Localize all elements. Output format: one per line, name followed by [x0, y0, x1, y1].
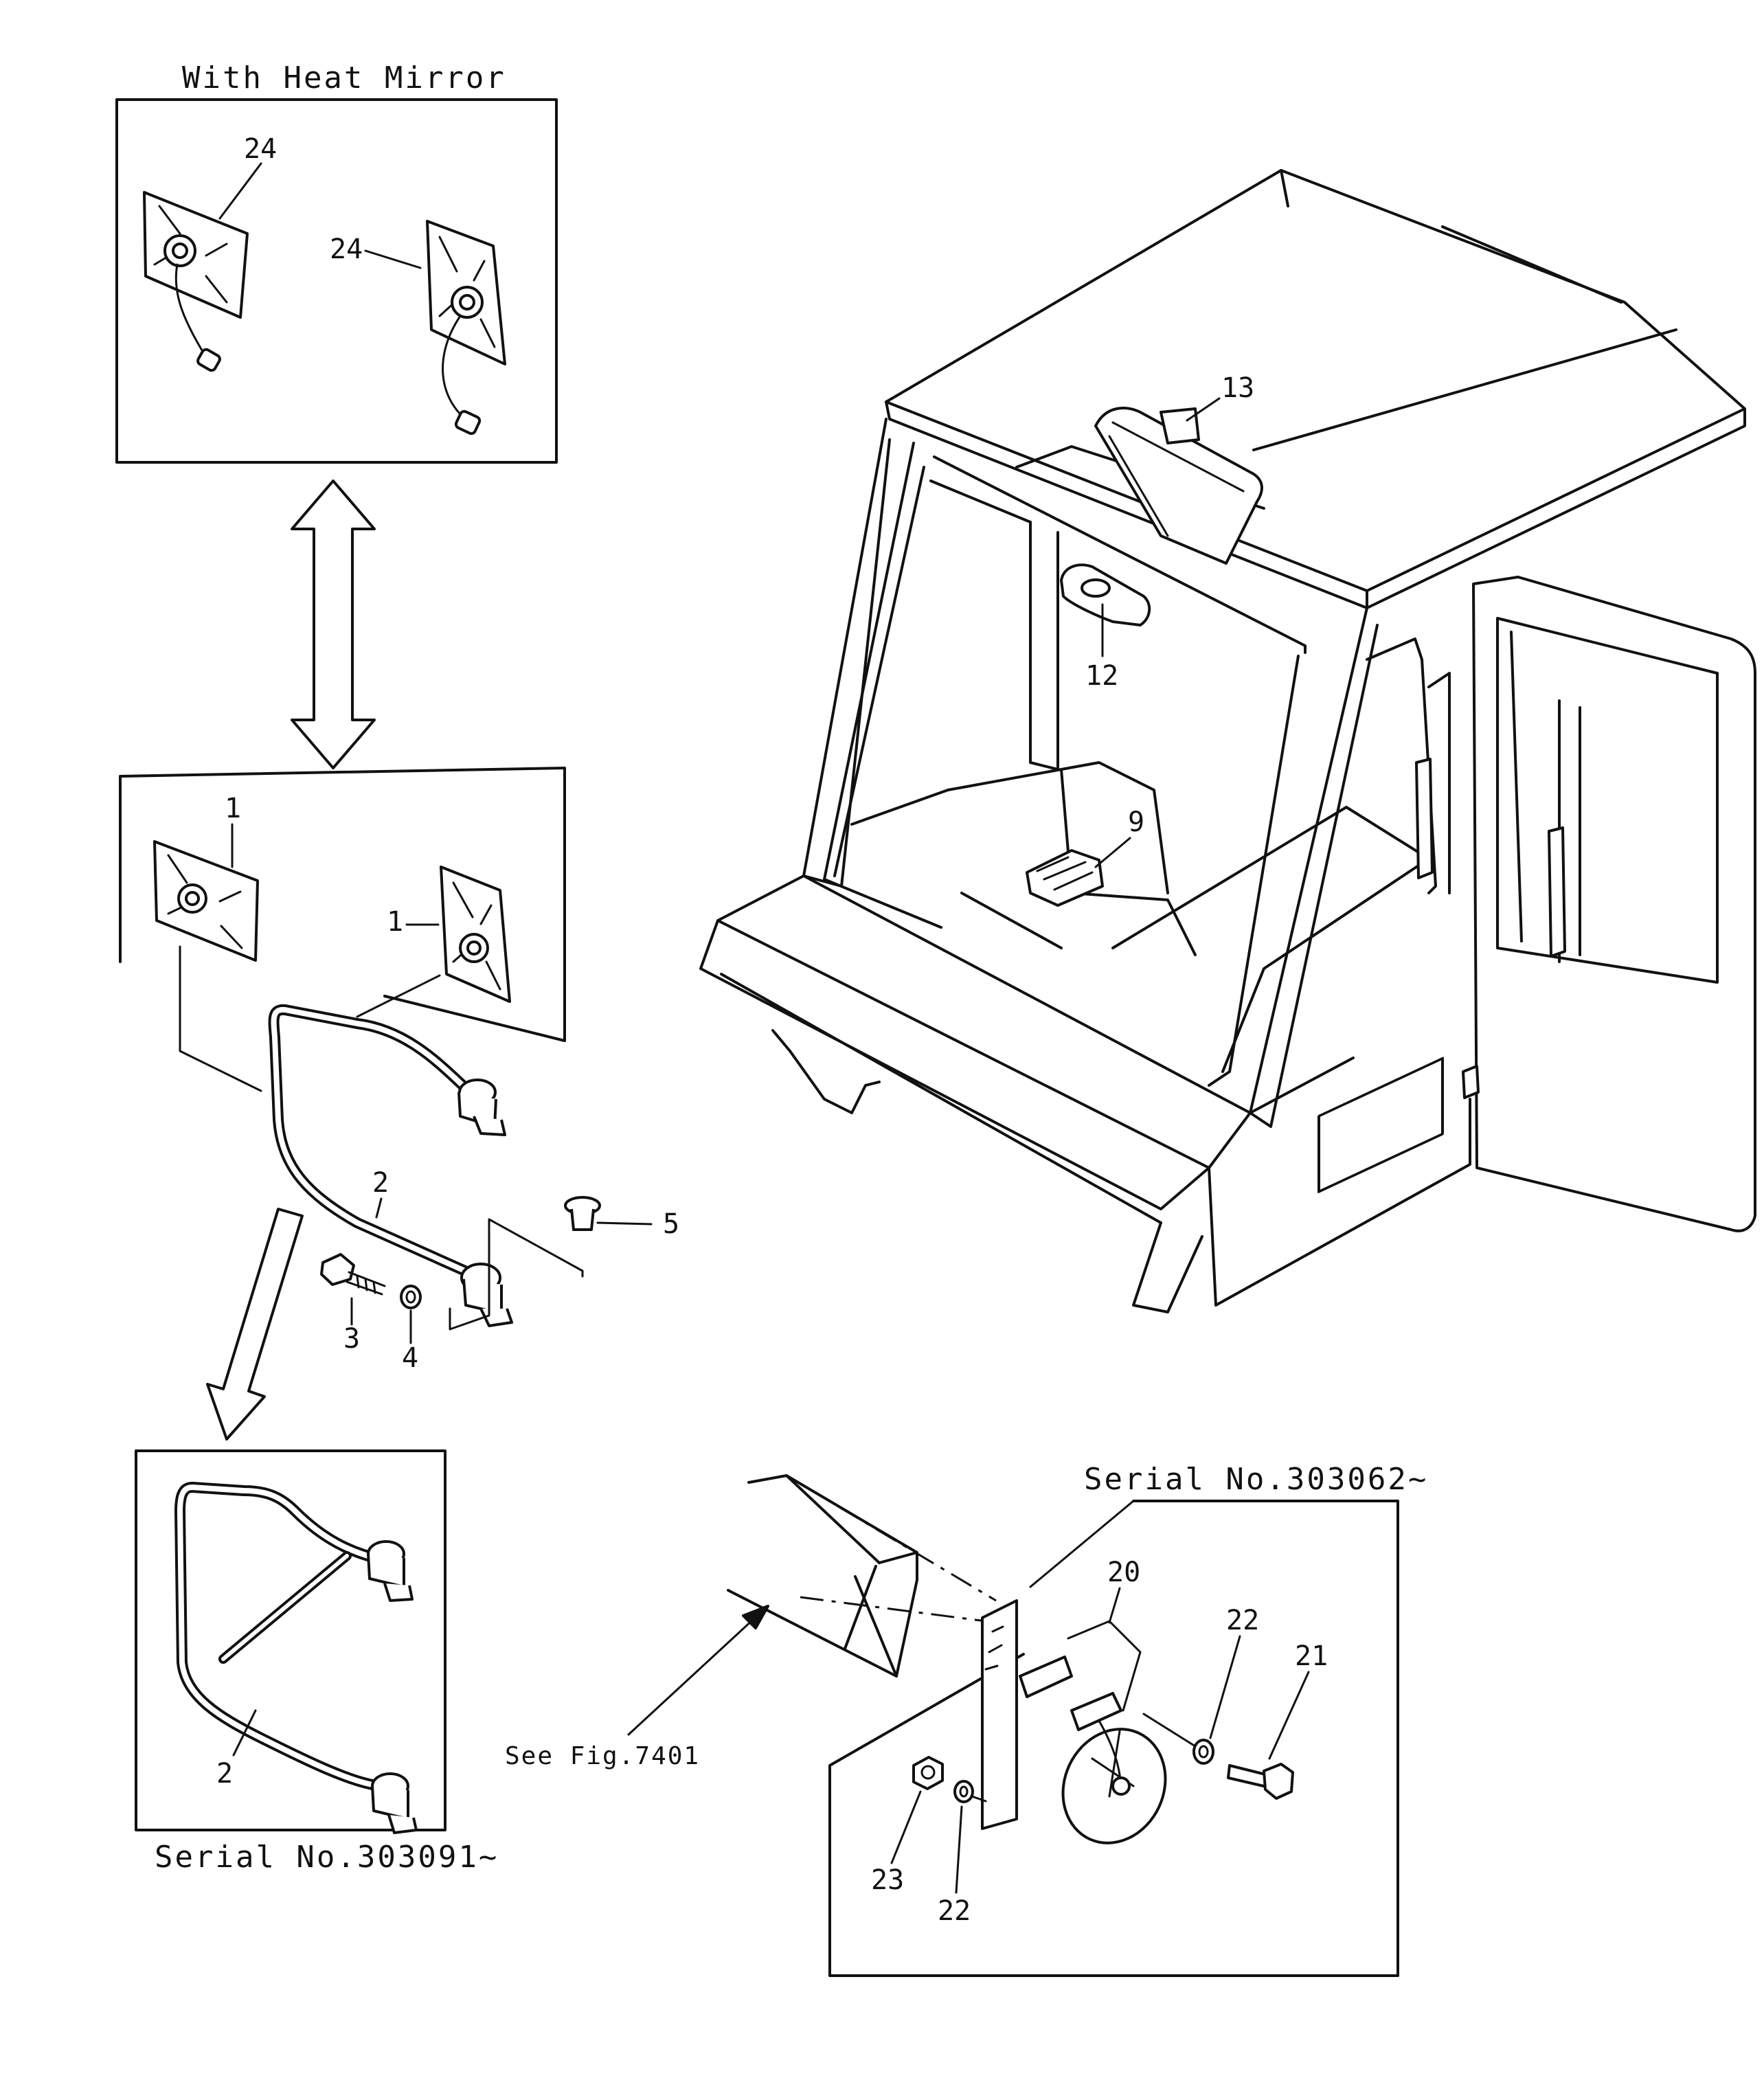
callout-5: 5	[663, 1208, 679, 1240]
round-mirror	[1061, 1719, 1167, 1844]
cab-door	[1472, 576, 1756, 1232]
callout-24-right: 24	[330, 234, 363, 265]
callout-22-right: 22	[1226, 1605, 1259, 1636]
heat-mirror-panel: With Heat Mirror 24 24	[115, 60, 558, 464]
leader-24-left	[218, 162, 262, 220]
cab-side-frame	[1366, 637, 1451, 894]
serial-caption-left: Serial No.303091~	[155, 1840, 499, 1875]
bolt	[320, 1253, 386, 1296]
leader-23	[890, 1790, 922, 1864]
leader-stay-hardware	[449, 1218, 584, 1331]
standard-mirror-panel-outline	[119, 767, 566, 1042]
leader-22-right	[1209, 1635, 1241, 1739]
hex-bolt	[1227, 1763, 1294, 1800]
heat-mirror-left	[143, 191, 249, 372]
see-fig-note: See Fig.7401	[505, 1742, 700, 1770]
leader-mirror-left-to-stay	[179, 945, 262, 1092]
callout-12: 12	[1085, 660, 1118, 692]
leader-22-left	[955, 1805, 963, 1894]
leader-washer-axis	[1142, 1713, 1197, 1748]
fender-beam	[727, 1474, 918, 1678]
leader-13	[1186, 397, 1221, 422]
cab-rear-post	[1029, 521, 1059, 771]
cab-mount-right	[1132, 1221, 1203, 1313]
cap-plug	[564, 1196, 601, 1231]
cab-floor-rear	[1111, 806, 1430, 1073]
cab-floor-console	[850, 768, 1197, 956]
see-fig-arrowhead	[742, 1605, 769, 1629]
mirror-left	[153, 840, 259, 962]
lock-washer	[400, 1285, 422, 1309]
callout-21: 21	[1295, 1640, 1328, 1672]
cab-hinge-lower	[1548, 826, 1566, 958]
leader-mirror-right-to-stay	[356, 974, 441, 1018]
mirror-clamp-plate	[1019, 1656, 1073, 1698]
heat-mirror-caption: With Heat Mirror	[182, 60, 506, 95]
serial-caption-right: Serial No.303062~	[1084, 1462, 1428, 1497]
cab-hinge-upper	[1415, 758, 1434, 879]
callout-2-top: 2	[372, 1167, 389, 1199]
alternate-stay-frame	[135, 1449, 446, 1831]
alternate-mirror-stay	[174, 1482, 418, 1834]
cab-roof	[885, 169, 1746, 592]
cab-windshield-right	[933, 455, 1307, 1087]
cab-door-latch	[1462, 1065, 1480, 1099]
rearview-mirror-outer	[1094, 407, 1263, 565]
cab-windshield-left	[823, 442, 1032, 929]
callout-20: 20	[1107, 1557, 1140, 1588]
mirror-right	[440, 866, 511, 1003]
callout-3: 3	[343, 1323, 360, 1355]
alternate-arrow	[206, 1208, 304, 1441]
cab-side-lower	[1208, 1057, 1471, 1307]
callout-24-left: 24	[244, 133, 277, 165]
cab-front-pillar-left	[802, 418, 891, 888]
cab-console-lines	[960, 761, 1169, 949]
fender-bracket-holes	[984, 1625, 1004, 1671]
fender-frame-leader	[1029, 1500, 1135, 1588]
fender-centerlines	[800, 1482, 997, 1623]
inner-rearview-mirror	[1060, 563, 1151, 626]
fender-bracket-plate	[981, 1599, 1018, 1830]
fender-beam-lines	[785, 1474, 918, 1678]
console-mirror-bracket	[1026, 849, 1104, 907]
operator-cab: 13 12 9	[699, 169, 1756, 1313]
interchange-double-arrow	[291, 479, 376, 769]
leader-20-bracket	[1067, 1620, 1142, 1712]
fender-assembly-frame	[828, 1500, 1399, 1977]
callout-2-bottom: 2	[216, 1758, 233, 1789]
leader-2-bottom	[232, 1709, 257, 1757]
alternate-stay-panel: 2 Serial No.303091~	[135, 1449, 499, 1875]
leader-2-top	[375, 1197, 383, 1219]
cab-front-pillar-right	[1249, 607, 1379, 1128]
standard-mirror-assembly: 1 1 2 3	[119, 767, 679, 1374]
mirror-stay	[268, 1004, 513, 1327]
hex-nut	[912, 1756, 944, 1790]
leader-9	[1094, 837, 1131, 868]
callout-13: 13	[1221, 372, 1254, 404]
callout-22-left: 22	[938, 1895, 971, 1927]
heat-mirror-right	[426, 220, 506, 436]
plain-washer-left	[953, 1780, 974, 1803]
callout-9: 9	[1128, 806, 1144, 838]
callout-4: 4	[402, 1342, 418, 1374]
cab-mount-left	[771, 1029, 881, 1114]
plain-washer-right	[1192, 1739, 1214, 1765]
callout-23: 23	[871, 1864, 904, 1896]
heat-mirror-frame	[115, 98, 558, 464]
leader-21	[1268, 1671, 1310, 1760]
cab-roof-lines	[1252, 169, 1677, 609]
callout-1-right: 1	[387, 906, 403, 938]
fender-mirror-assembly: Serial No.303062~ 20 22	[505, 1462, 1428, 1977]
cab-cowl-front	[699, 919, 1210, 1224]
mirror-clamp-plate-2	[1070, 1692, 1122, 1731]
cab-door-window	[1496, 617, 1719, 984]
leader-5	[596, 1221, 653, 1226]
leader-24-right	[364, 249, 422, 269]
callout-1-left: 1	[225, 793, 241, 824]
leader-20	[1108, 1587, 1121, 1624]
see-fig-leader	[627, 1610, 764, 1736]
cab-side-panel	[1318, 1057, 1444, 1193]
leader-nut-axis	[971, 1795, 987, 1803]
